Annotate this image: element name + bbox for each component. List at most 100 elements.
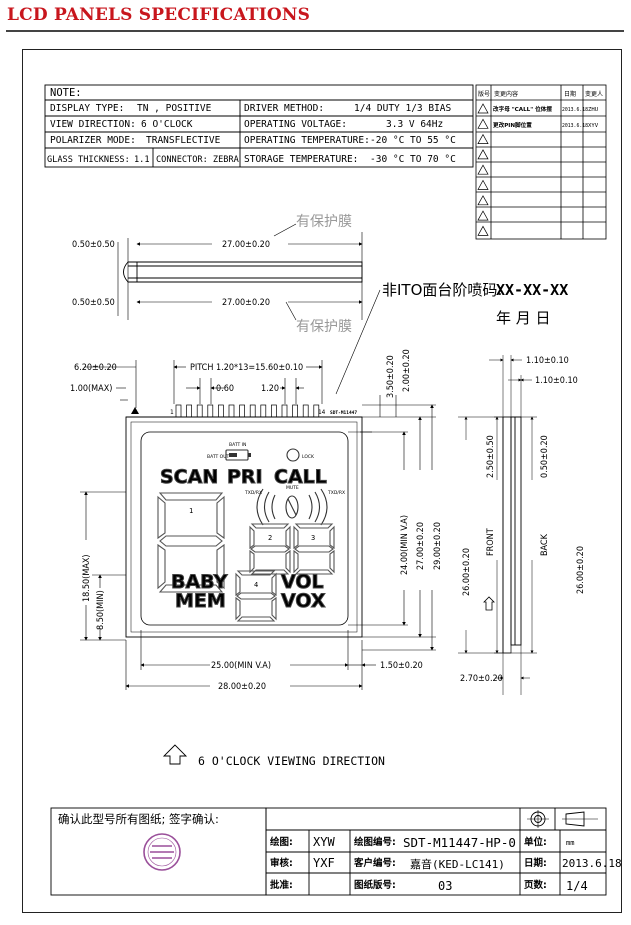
revision-row-1-content: 改字母 "CALL" 位体摆 — [493, 105, 552, 113]
dim-height-a: 27.00±0.20 — [416, 522, 426, 570]
date-label: 日期: — [524, 857, 547, 869]
revision-row-2-content: 更改PIN脚位置 — [493, 121, 532, 129]
note-storage-temp-value: -30 °C TO 70 °C — [370, 154, 456, 165]
revision-header-version: 版号 — [478, 90, 490, 98]
lcd-digit-labels: 1 2 3 4 — [189, 507, 315, 589]
dim-left-a: 18.50(MAX) — [82, 554, 92, 602]
dim-top-a: 3.50±0.20 — [386, 355, 396, 398]
warning-triangle-icon — [131, 407, 139, 414]
connector-pin — [249, 404, 256, 418]
profile-back-label: BACK — [540, 533, 550, 556]
note-view-direction-value: 6 O'CLOCK — [141, 119, 193, 130]
sheet-no-label: 图纸版号: — [354, 879, 396, 891]
note-polarizer-label: POLARIZER MODE: — [50, 135, 136, 146]
note-display-type-label: DISPLAY TYPE: — [50, 103, 124, 114]
page-header: LCD PANELS SPECIFICATIONS — [0, 0, 631, 32]
connector-pin — [207, 404, 214, 418]
lcd-call: CALL — [274, 466, 327, 488]
print-note-date: 年 月 日 — [496, 309, 551, 327]
dim-side-width-bottom: 27.00±0.20 — [222, 298, 270, 308]
unit-value: mm — [566, 839, 574, 847]
lcd-digit-2: 2 — [268, 534, 272, 542]
lcd-batt-out: BATT OUT — [207, 454, 230, 460]
lcd-segments — [157, 448, 335, 622]
customer-no-label: 客户编号: — [353, 857, 396, 869]
drawn-label: 绘图: — [270, 836, 293, 848]
lcd-scan: SCAN — [160, 466, 218, 488]
lcd-digit-1: 1 — [189, 507, 193, 515]
lcd-lock: LOCK — [302, 454, 315, 460]
profile-dim-d: 0.50±0.20 — [540, 435, 550, 478]
viewing-direction-text: 6 O'CLOCK VIEWING DIRECTION — [198, 754, 385, 768]
connector-pin — [302, 404, 309, 418]
revision-triangle-icon — [477, 210, 489, 221]
connector-pins — [175, 404, 320, 418]
protective-film-label-bottom: 有保护膜 — [296, 319, 352, 335]
profile-view — [458, 355, 537, 695]
lcd-baby: BABY — [171, 571, 228, 593]
connector-pin — [292, 404, 298, 418]
note-view-direction-label: VIEW DIRECTION: — [50, 119, 136, 130]
title-block-fields: 绘图: XYW 审核: YXF 批准: 绘图编号: SDT-M11447-HP-… — [270, 835, 622, 893]
revision-header-by: 变更人 — [585, 90, 603, 98]
drawing-no-label: 绘图编号: — [354, 836, 396, 848]
dim-side-edge-bottom: 0.50±0.50 — [72, 298, 115, 308]
connector-pin — [196, 404, 203, 418]
dim-right-margin: 1.50±0.20 — [380, 661, 423, 671]
sheet-no-value: 03 — [438, 879, 452, 893]
note-operating-temp-label: OPERATING TEMPERATURE: — [244, 135, 370, 146]
note-operating-voltage-value: 3.3 V 64Hz — [386, 119, 443, 130]
connector-pin — [313, 404, 320, 418]
lock-icon — [286, 448, 300, 462]
page-title: LCD PANELS SPECIFICATIONS — [7, 5, 311, 25]
date-value: 2013.6.18 — [562, 857, 622, 870]
lcd-batt-in: BATT IN — [229, 442, 246, 448]
profile-dim-front: 26.00±0.20 — [462, 548, 472, 596]
profile-dim-a: 1.10±0.10 — [526, 356, 569, 366]
protective-film-label-top: 有保护膜 — [296, 214, 352, 230]
lcd-small-labels: BATT IN BATT OUT LOCK MUTE TXD/RX TXD/RX — [207, 442, 345, 496]
profile-dim-c: 2.50±0.50 — [486, 435, 496, 478]
drawn-value: XYW — [313, 835, 335, 849]
note-display-type-value: TN , POSITIVE — [137, 103, 212, 114]
lcd-txrx-right: TXD/RX — [327, 490, 345, 496]
dim-total-width: 28.00±0.20 — [218, 682, 266, 692]
dim-va-width: 25.00(MIN V.A) — [211, 661, 271, 671]
dim-left-b: 8.50(MIN) — [96, 590, 106, 630]
note-polarizer-value: TRANSFLECTIVE — [146, 135, 221, 146]
drawing-no-value: SDT-M11447-HP-0 — [403, 835, 516, 850]
dim-va-height: 24.00(MIN V.A) — [400, 515, 410, 575]
lcd-vox: VOX — [281, 590, 326, 612]
revision-header-date: 日期 — [564, 90, 576, 98]
connector-pin — [260, 404, 267, 418]
approval-stamp — [143, 833, 181, 871]
dim-pin-pitch: 1.20 — [261, 384, 279, 394]
up-arrow-icon — [483, 596, 495, 611]
connector-pin — [281, 404, 288, 418]
front-vertical-dimension-lines — [348, 395, 436, 651]
note-glass-thickness-label: GLASS THICKNESS: — [47, 155, 130, 165]
viewing-direction-arrow-icon — [162, 744, 188, 765]
checked-value: YXF — [313, 856, 335, 870]
approved-label: 批准: — [270, 879, 293, 891]
revision-triangle-icon — [477, 133, 489, 144]
notes-rows: DISPLAY TYPE: TN , POSITIVE DRIVER METHO… — [47, 103, 456, 165]
confirm-text: 确认此型号所有图纸; 签字确认: — [58, 812, 219, 826]
front-left-dimension-lines — [80, 491, 126, 641]
drawing-sheet — [22, 49, 622, 913]
checked-label: 审核: — [270, 857, 293, 869]
dim-top-b: 2.00±0.20 — [402, 349, 412, 392]
signal-right-icon — [308, 488, 328, 526]
lcd-digit-4: 4 — [254, 581, 258, 589]
pin-1-label: 1 — [170, 409, 174, 416]
dim-side-edge-top: 0.50±0.50 — [72, 240, 115, 250]
title-block — [50, 807, 607, 896]
revision-table — [475, 84, 607, 240]
lcd-vol: VOL — [281, 571, 324, 593]
page-label: 页数: — [524, 879, 547, 891]
note-storage-temp-label: STORAGE TEMPERATURE: — [244, 154, 358, 165]
print-note-prefix: 非ITO面台阶喷码: — [382, 281, 502, 299]
revision-triangle-icon — [477, 179, 489, 190]
note-driver-method-value: 1/4 DUTY 1/3 BIAS — [354, 103, 452, 114]
